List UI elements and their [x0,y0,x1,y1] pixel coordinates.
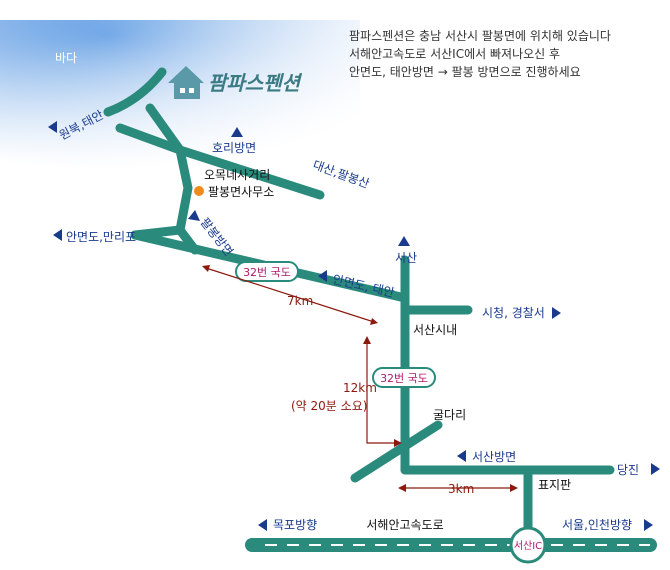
arrowhead-7km-west-icon [202,265,210,272]
road-badge-2: 32번 국도 [372,367,436,388]
directions-line-3: 안면도, 태안방면 → 팔봉 방면으로 진행하세요 [349,64,581,79]
road-palbong [145,103,200,255]
direction-arrows [48,121,660,531]
arrow-mokpo-icon [258,519,267,531]
label-seosan-dir: 서산방면 [472,450,516,464]
label-guldari: 굴다리 [433,408,466,422]
seosan-ic: 서산IC [509,526,547,564]
road-wonbuk [115,123,185,155]
label-anmyeon-malip: 안면도,만리포 [66,230,136,244]
label-horibang: 호리방면 [212,141,256,155]
sea-label: 바다 [55,51,77,65]
distance-7km: 7km [287,294,313,308]
road-guldari [350,420,443,483]
arrow-seoul-icon [644,519,653,531]
arrow-palbong-icon [188,210,200,221]
label-palbong-office: 팔봉면사무소 [208,185,274,199]
road-badge-1-text: 32번 국도 [243,266,291,279]
road-horibang [175,145,325,200]
brand-logo: 팜파스펜션 [208,71,303,95]
label-seosan-city: 서산시내 [413,323,457,337]
arrowhead-3km-east-icon [510,484,518,492]
arrow-anmyeon-malip-icon [53,229,62,241]
arrow-wonbuk-icon [48,121,57,133]
arrowhead-7km-east-icon [370,318,378,325]
house-icon [168,66,204,99]
distance-12km-note: (약 20분 소요) [291,398,367,413]
label-dangjin: 당진 [617,463,639,477]
arrow-seosan-icon [398,236,410,246]
distance-12km: 12km [343,381,377,395]
road-badge-1: 32번 국도 [235,261,299,282]
label-expressway: 서해안고속도로 [366,518,443,532]
label-sicheong: 시청, 경찰서 [482,306,545,320]
directions-line-1: 팜파스펜션은 충남 서산시 팔봉면에 위치해 있습니다 [349,29,611,43]
road-curve-north [103,67,167,117]
arrow-anmyeon-taean-icon [318,270,327,282]
arrow-sicheong-icon [552,307,561,319]
label-ommok: 오목네사거리 [204,168,270,182]
label-seosan: 서산 [395,251,417,265]
label-anmyeon-taean: 안면도, 태안 [331,272,395,300]
directions-line-2: 서해안고속도로 서산IC에서 빠져나오신 후 [349,47,560,61]
arrowhead-12km-east-icon [394,439,402,447]
arrowhead-3km-west-icon [398,484,406,492]
label-pyojipan: 표지판 [538,478,571,492]
arrow-horibang-icon [231,127,243,137]
road-badge-2-text: 32번 국도 [380,372,428,385]
arrow-dangjin-icon [651,463,660,475]
arrowhead-12km-north-icon [363,336,371,344]
distance-lines [205,267,514,489]
arrow-seosan-dir-icon [457,450,466,462]
distance-7km-line [205,267,375,323]
label-seoul: 서울,인천방향 [562,517,632,532]
office-dot [194,186,204,196]
distance-12km-line [366,342,396,444]
distance-arrowheads [202,265,518,492]
label-mokpo: 목포방향 [273,518,317,532]
ic-label: 서산IC [514,540,542,552]
distance-3km: 3km [448,482,474,496]
